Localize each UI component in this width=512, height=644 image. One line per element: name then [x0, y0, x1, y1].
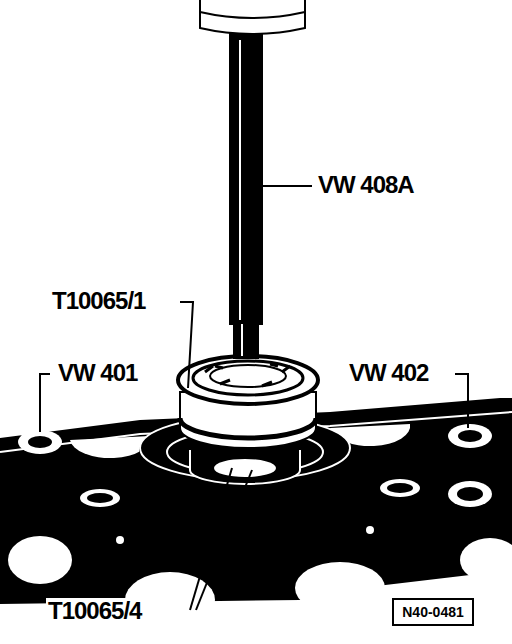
- tool-number: T10065/4: [46, 598, 143, 624]
- tool-number: T10065/1: [50, 288, 147, 314]
- tool-number: VW 402: [347, 360, 430, 386]
- leader-line: [40, 186, 468, 610]
- figure-id-box: N40-0481: [392, 598, 474, 626]
- press-ram: [200, 0, 305, 358]
- tool-number: VW 408A: [316, 172, 416, 198]
- figure-id: N40-0481: [402, 604, 464, 620]
- tool-number: VW 401: [56, 360, 139, 386]
- bearing-ring: [178, 356, 318, 448]
